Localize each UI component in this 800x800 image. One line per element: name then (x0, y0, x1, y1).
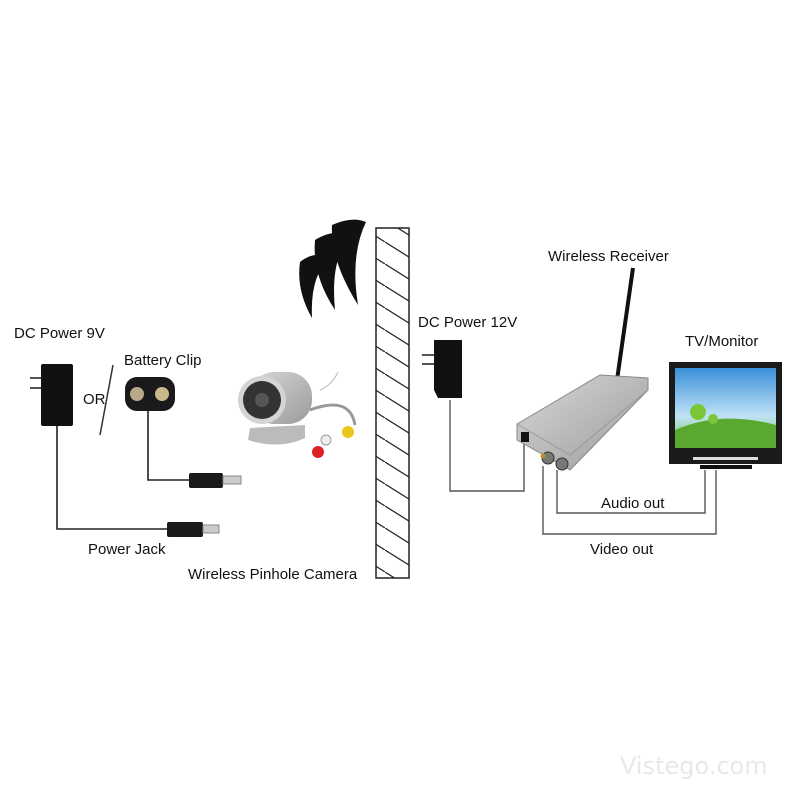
adapter-12v-wire (449, 400, 525, 492)
label-tv-monitor: TV/Monitor (685, 333, 758, 350)
power-adapter-12v-icon (422, 340, 462, 398)
battery-clip-icon (125, 377, 175, 411)
or-divider (99, 364, 114, 436)
label-power-jack: Power Jack (88, 541, 166, 558)
watermark: Vistego.com (620, 752, 768, 780)
adapter-wire (56, 426, 168, 530)
battery-clip-wire (147, 411, 190, 481)
label-or: OR (83, 391, 106, 408)
label-dc-power-12v: DC Power 12V (418, 314, 517, 331)
wireless-receiver-icon (516, 267, 649, 471)
label-camera: Wireless Pinhole Camera (188, 566, 358, 583)
pinhole-camera-icon (238, 371, 357, 458)
tv-monitor-icon (669, 362, 782, 469)
label-battery-clip: Battery Clip (124, 352, 202, 369)
video-out-wire (542, 466, 717, 535)
label-audio-out: Audio out (601, 495, 665, 512)
label-wireless-receiver: Wireless Receiver (548, 248, 669, 265)
wireless-signal-icon (299, 219, 366, 318)
power-jack-plug-icon (167, 473, 242, 537)
label-dc-power-9v: DC Power 9V (14, 325, 105, 342)
label-video-out: Video out (590, 541, 654, 558)
power-adapter-9v-icon (30, 364, 73, 426)
audio-out-wire (556, 470, 706, 514)
wall (375, 227, 410, 579)
